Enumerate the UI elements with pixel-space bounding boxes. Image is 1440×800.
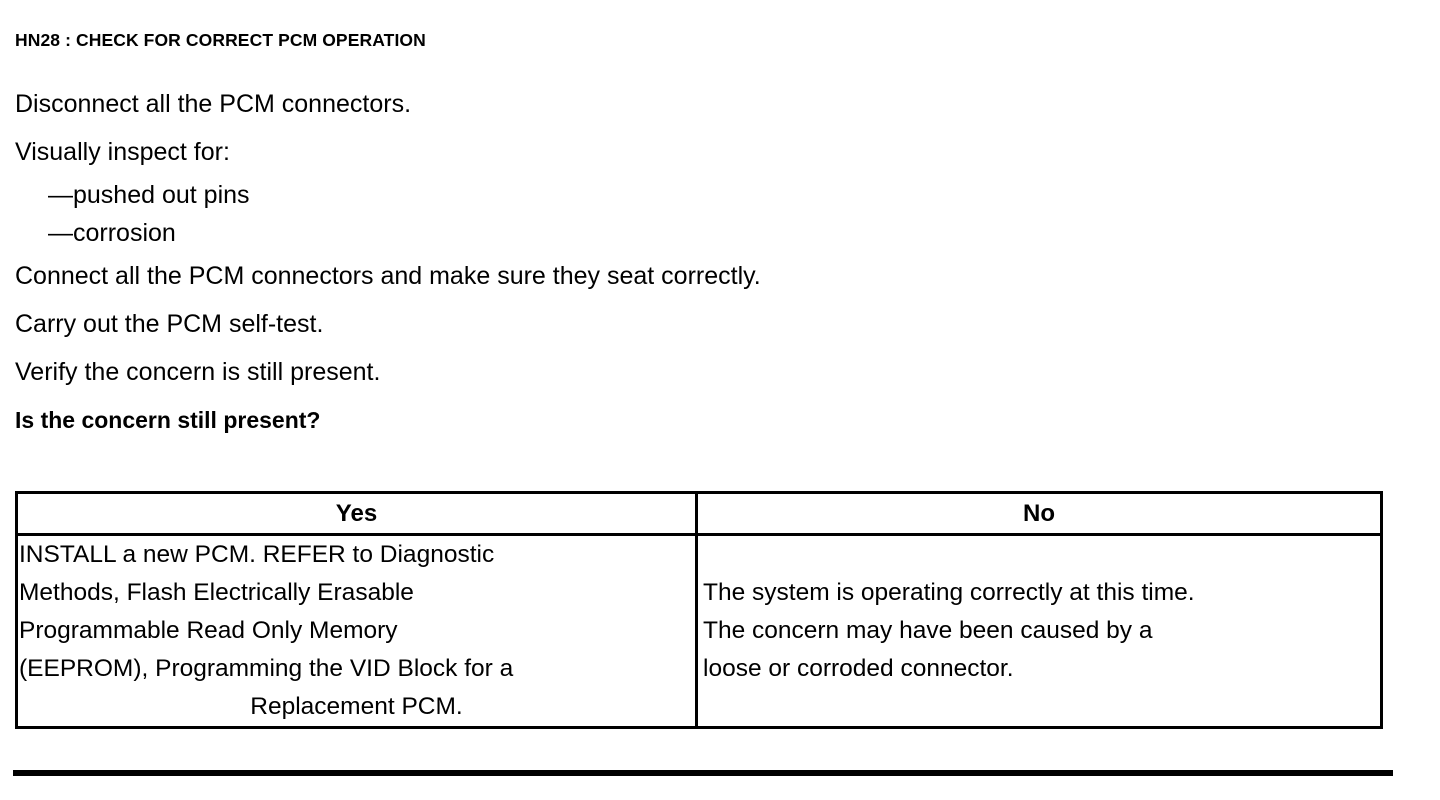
page-footer-rule [13, 770, 1393, 776]
cell-no-line-3: loose or corroded connector. [703, 655, 1014, 682]
table-row: INSTALL a new PCM. REFER to Diagnostic M… [15, 533, 1383, 729]
step-line-self-test: Carry out the PCM self-test. [15, 310, 324, 338]
cell-yes-line-4: (EEPROM), Programming the VID Block for … [19, 655, 514, 682]
cell-yes-text: INSTALL a new PCM. REFER to Diagnostic M… [18, 536, 695, 726]
list-item: —corrosion [48, 219, 176, 247]
cell-no-action: The system is operating correctly at thi… [695, 533, 1383, 729]
step-line-disconnect: Disconnect all the PCM connectors. [15, 90, 412, 118]
table-header-row: Yes No [15, 491, 1383, 536]
cell-yes-line-3: Programmable Read Only Memory [19, 617, 398, 644]
list-item: —pushed out pins [48, 181, 250, 209]
column-header-yes: Yes [15, 491, 698, 536]
cell-yes-line-1: INSTALL a new PCM. REFER to Diagnostic [19, 541, 495, 568]
section-heading: HN28 : CHECK FOR CORRECT PCM OPERATION [15, 30, 426, 50]
cell-yes-action: INSTALL a new PCM. REFER to Diagnostic M… [15, 533, 698, 729]
step-line-visually-inspect: Visually inspect for: [15, 138, 230, 166]
cell-no-line-2: The concern may have been caused by a [703, 617, 1153, 644]
cell-no-line-1: The system is operating correctly at thi… [703, 579, 1195, 606]
step-line-connect: Connect all the PCM connectors and make … [15, 262, 761, 290]
procedure-steps: Disconnect all the PCM connectors. Visua… [15, 80, 1415, 444]
decision-question: Is the concern still present? [15, 407, 321, 433]
cell-yes-line-5: Replacement PCM. [250, 693, 463, 720]
inspect-bullet-list: —pushed out pins —corrosion [15, 176, 1415, 252]
cell-yes-line-2: Methods, Flash Electrically Erasable [19, 579, 414, 606]
cell-no-text: The system is operating correctly at thi… [698, 574, 1380, 688]
decision-table: Yes No INSTALL a new PCM. REFER to Diagn… [15, 491, 1383, 729]
column-header-no: No [695, 491, 1383, 536]
step-line-verify: Verify the concern is still present. [15, 358, 381, 386]
